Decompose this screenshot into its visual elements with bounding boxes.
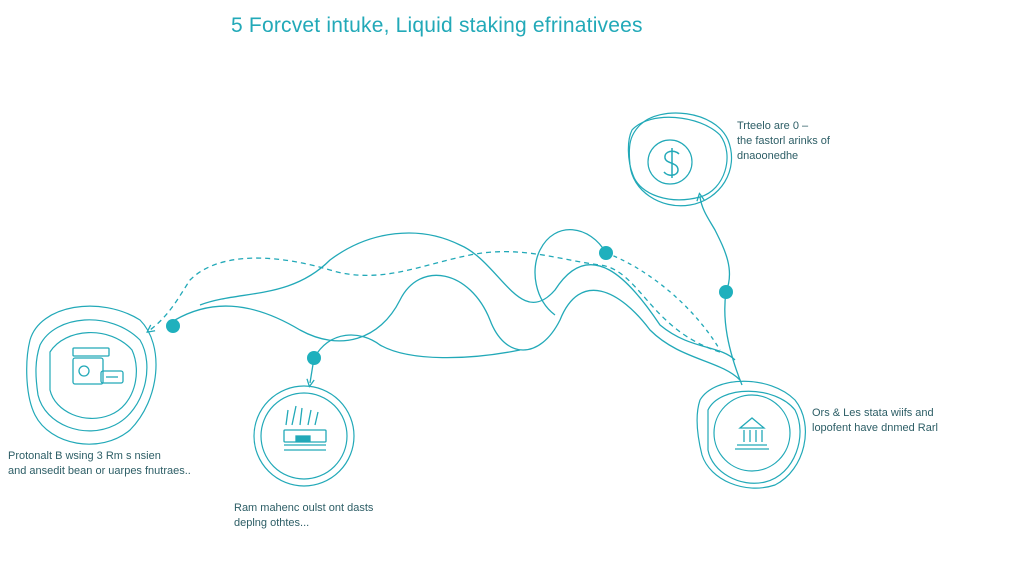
node-dot (166, 319, 180, 333)
coin-icon (663, 148, 680, 178)
chart-card-icon (283, 405, 327, 451)
caption-line: the fastorl arinks of (737, 135, 830, 147)
caption-line: deplng othtes... (234, 517, 310, 529)
caption-line: Protonalt B wsing 3 Rm s nsien (8, 450, 161, 462)
node-dot (599, 246, 613, 260)
flow-top-loop (534, 229, 607, 316)
flow-middle-back (313, 334, 521, 359)
wallet-device-icon (72, 347, 124, 385)
caption-line: lopofent have dnmed Rarl (812, 422, 938, 434)
node-dot (719, 285, 733, 299)
node-left (26, 305, 157, 445)
dashed-flow-left (150, 250, 721, 353)
diagram-title: 5 Forcvet intuke, Liquid staking efrinat… (231, 14, 643, 37)
caption-right: Ors & Les stata wiifs and lopofent have … (812, 406, 938, 436)
node-bottom-right (696, 380, 806, 489)
solid-flow-upper (199, 232, 736, 361)
bank-icon (735, 417, 769, 450)
caption-top-right: Trteelo are 0 – the fastorl arinks of dn… (737, 119, 830, 164)
node-dot (307, 351, 321, 365)
caption-line: and ansedit bean or uarpes fnutraes.. (8, 465, 191, 477)
node-top-right (627, 112, 733, 207)
caption-left: Protonalt B wsing 3 Rm s nsien and ansed… (8, 449, 191, 479)
solid-flow-lower (174, 274, 741, 381)
node-middle (253, 385, 355, 487)
caption-line: Ram mahenc oulst ont dasts (234, 502, 374, 514)
flow-to-coin (700, 197, 731, 293)
flow-lines (150, 197, 743, 386)
caption-line: dnaoonedhe (737, 150, 799, 162)
flow-coin-down (724, 291, 743, 386)
caption-line: Ors & Les stata wiifs and (812, 407, 934, 419)
caption-middle: Ram mahenc oulst ont dasts deplng othtes… (234, 501, 373, 531)
caption-line: Trteelo are 0 – (737, 120, 809, 132)
